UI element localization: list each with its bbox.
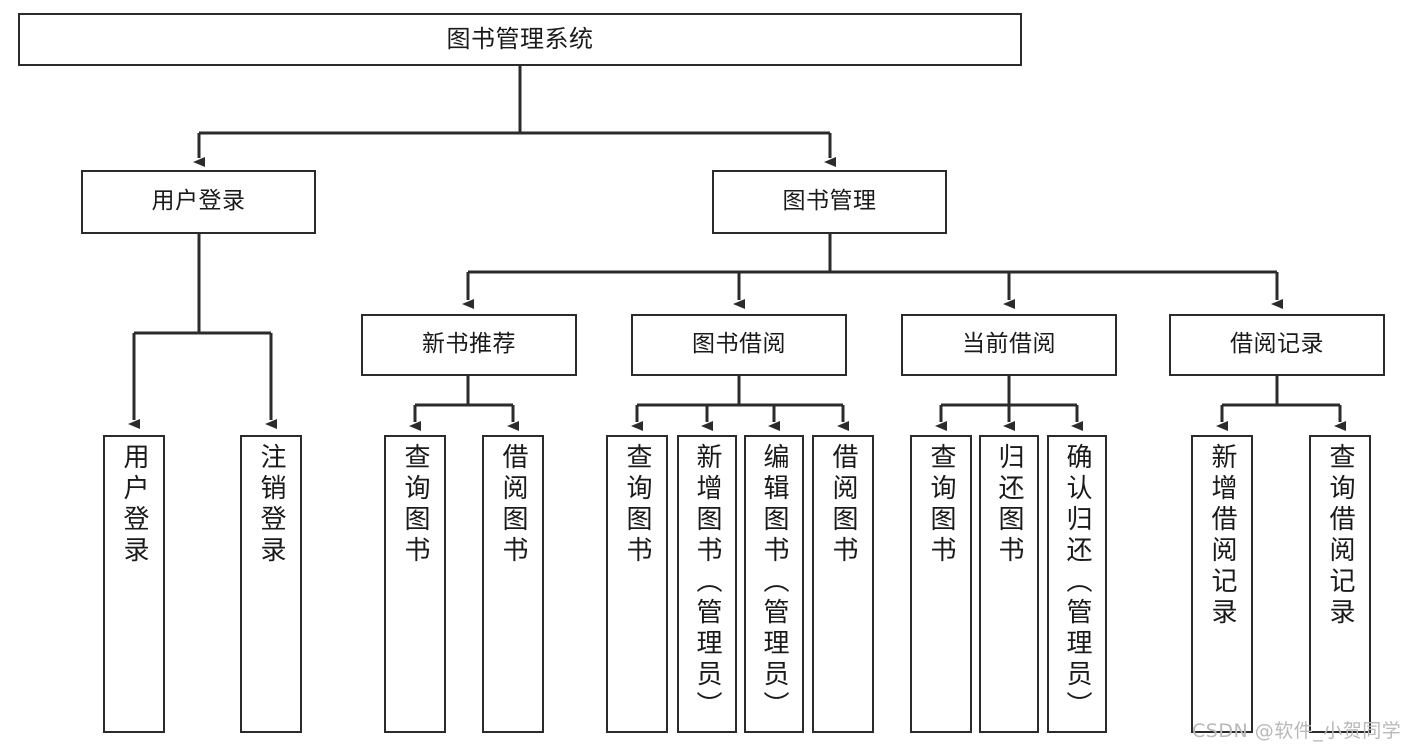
- node-leaf-borrow-book-2[interactable]: 借阅图书: [812, 435, 874, 733]
- node-label: 借阅图书: [828, 443, 858, 567]
- node-user-login[interactable]: 用户登录: [81, 170, 316, 234]
- node-label: 查询图书: [400, 443, 430, 567]
- node-label: 注销登录: [256, 443, 286, 567]
- node-current-borrow[interactable]: 当前借阅: [901, 314, 1117, 376]
- node-book-borrow[interactable]: 图书借阅: [631, 314, 847, 376]
- node-root-system[interactable]: 图书管理系统: [18, 13, 1022, 66]
- node-leaf-query-book-3[interactable]: 查询图书: [910, 435, 972, 733]
- node-label: 查询借阅记录: [1325, 443, 1355, 629]
- node-label: 用户登录: [151, 188, 246, 215]
- node-label: 用户登录: [119, 443, 149, 567]
- node-label: 借阅图书: [498, 443, 528, 567]
- node-book-manage[interactable]: 图书管理: [712, 170, 947, 234]
- node-leaf-borrow-book-1[interactable]: 借阅图书: [482, 435, 544, 733]
- node-label: 图书借阅: [692, 331, 786, 358]
- node-label: 新书推荐: [422, 331, 516, 358]
- csdn-watermark: CSDN @软件_小贺同学: [1192, 720, 1402, 742]
- node-leaf-edit-book-admin[interactable]: 编辑图书（管理员）: [744, 435, 804, 733]
- node-leaf-add-borrow-record[interactable]: 新增借阅记录: [1191, 435, 1253, 733]
- node-label: 确认归还（管理员）: [1062, 443, 1092, 722]
- node-leaf-query-book-1[interactable]: 查询图书: [384, 435, 446, 733]
- node-leaf-query-book-2[interactable]: 查询图书: [606, 435, 668, 733]
- node-label: 新增借阅记录: [1207, 443, 1237, 629]
- node-borrow-record[interactable]: 借阅记录: [1169, 314, 1385, 376]
- node-leaf-query-borrow-record[interactable]: 查询借阅记录: [1309, 435, 1371, 733]
- node-label: 编辑图书（管理员）: [759, 443, 789, 722]
- node-leaf-logout-login[interactable]: 注销登录: [240, 435, 302, 733]
- node-leaf-return-book[interactable]: 归还图书: [979, 435, 1039, 733]
- node-label: 当前借阅: [962, 331, 1056, 358]
- node-label: 归还图书: [994, 443, 1024, 567]
- node-label: 新增图书（管理员）: [692, 443, 722, 722]
- node-leaf-user-login[interactable]: 用户登录: [103, 435, 165, 733]
- node-label: 查询图书: [622, 443, 652, 567]
- node-leaf-add-book-admin[interactable]: 新增图书（管理员）: [677, 435, 737, 733]
- node-label: 查询图书: [926, 443, 956, 567]
- node-label: 图书管理系统: [446, 25, 594, 54]
- node-new-book-recommend[interactable]: 新书推荐: [361, 314, 577, 376]
- node-leaf-confirm-return-admin[interactable]: 确认归还（管理员）: [1047, 435, 1107, 733]
- node-label: 图书管理: [782, 188, 877, 215]
- node-label: 借阅记录: [1230, 331, 1324, 358]
